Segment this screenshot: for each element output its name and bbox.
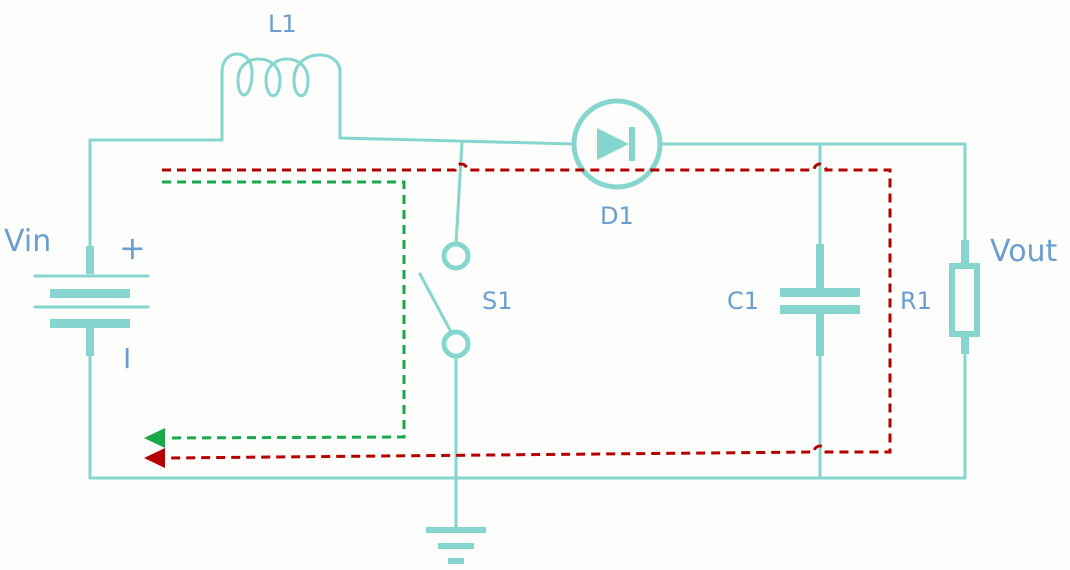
battery-lead-bottom [86,322,94,356]
resistor-r1 [949,142,980,480]
battery-plate-short-2 [50,319,130,328]
diode-d1 [571,98,663,190]
input-source [33,138,150,480]
switch-off-current-path [144,162,892,468]
diode-triangle [597,128,629,160]
resistor-body [949,263,980,337]
battery-lead-top [86,246,94,274]
label-minus: I [123,342,131,375]
inductor-l1 [88,52,342,142]
ground-symbol [426,527,486,564]
label-r1: R1 [900,287,932,315]
arrow-red [144,448,165,468]
inductor-coil [220,52,342,98]
switch-blade [418,272,452,332]
battery-plate-short-1 [50,289,130,298]
label-vout: Vout [990,234,1058,269]
capacitor-plate-top [780,288,860,297]
switch-contact-bottom [441,329,471,359]
switch-s1 [418,140,471,530]
label-c1: C1 [727,287,759,315]
label-s1: S1 [482,287,513,315]
label-vin: Vin [4,224,51,259]
label-l1: L1 [268,10,297,38]
wire-top-left [338,136,576,146]
switch-on-current-path [144,180,406,448]
switch-contact-top [441,241,471,271]
label-plus: + [119,229,146,267]
arrow-green [144,428,165,448]
label-d1: D1 [600,202,634,230]
capacitor-c1 [780,142,860,480]
capacitor-plate-bottom [780,305,860,314]
